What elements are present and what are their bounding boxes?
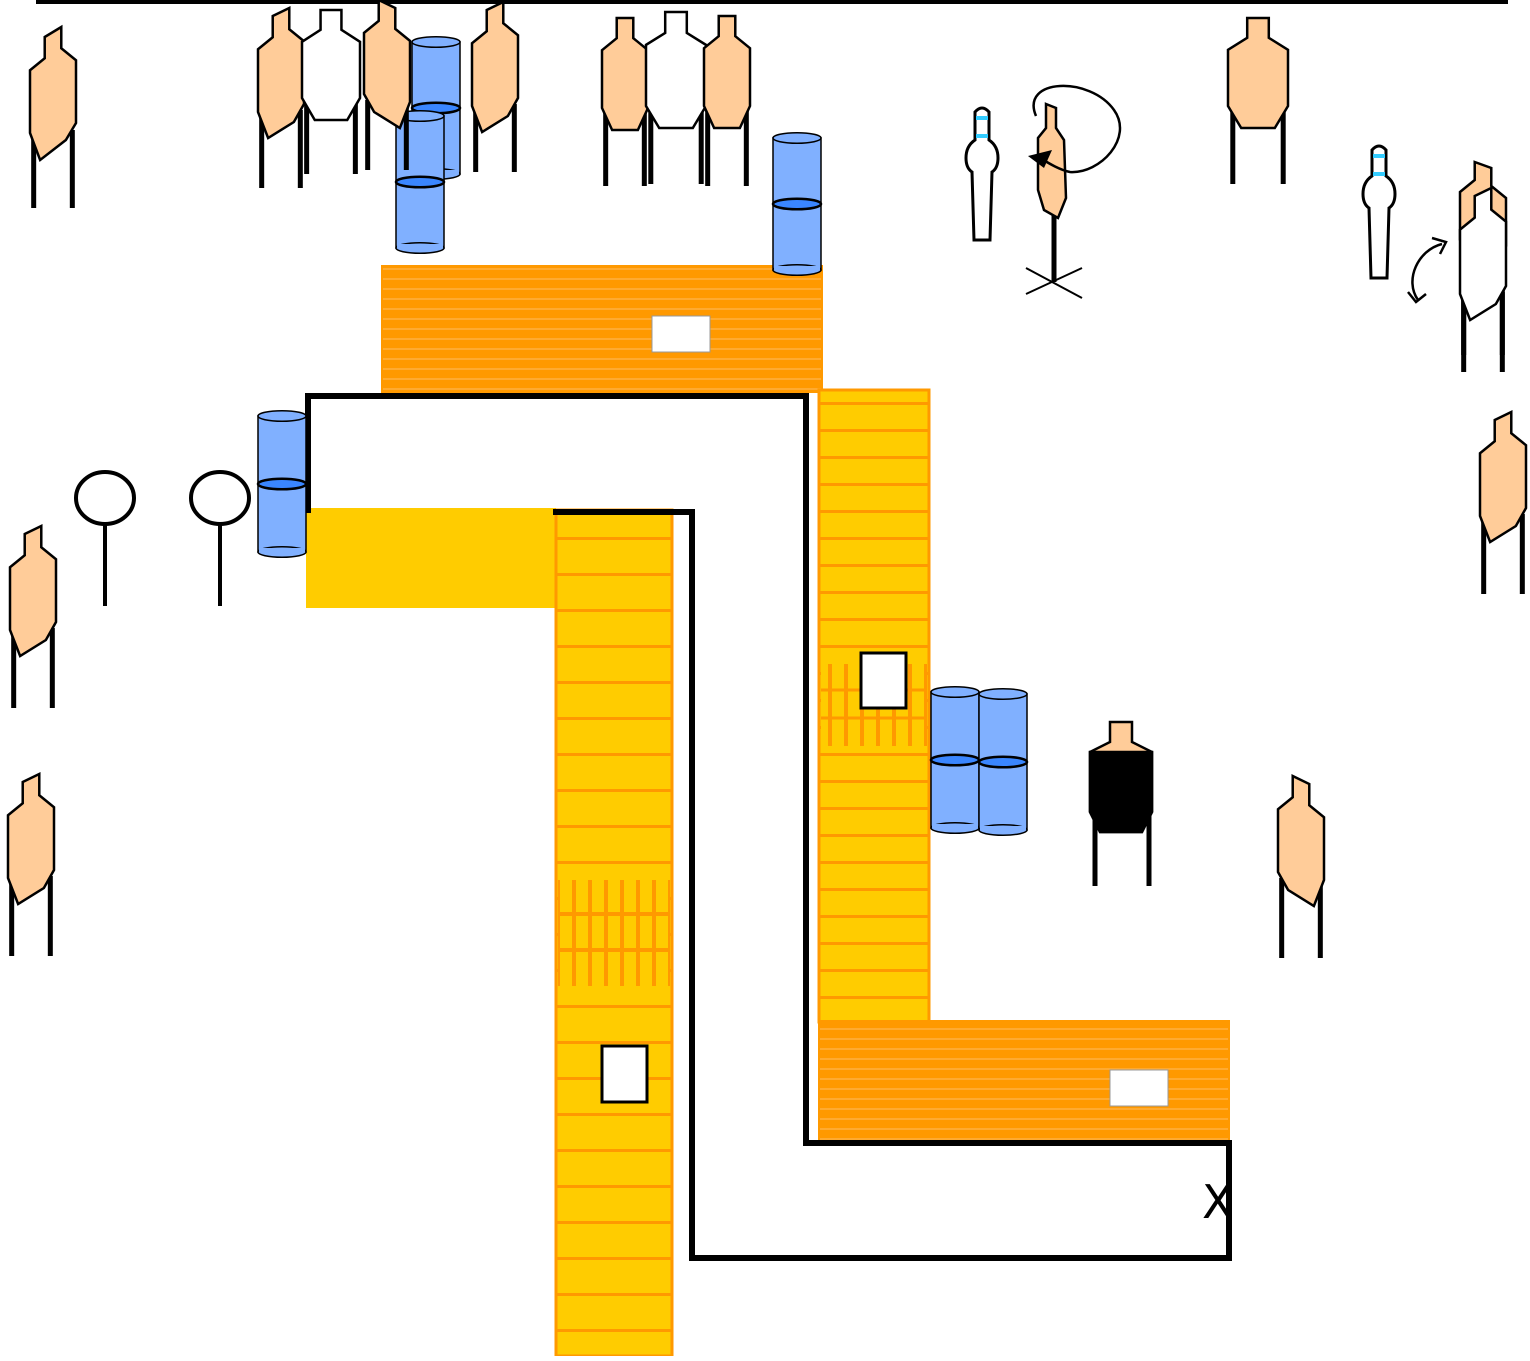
no-shoot-cluster-1 bbox=[300, 8, 362, 174]
fault-lines bbox=[305, 393, 1232, 1261]
swing-arrow-icon bbox=[1032, 84, 1122, 174]
target-top-right bbox=[1226, 16, 1290, 184]
target-far-left bbox=[28, 24, 78, 208]
target-hard-cover bbox=[1088, 720, 1154, 886]
barrel-stack-top-front bbox=[394, 109, 446, 255]
target-cluster-1 bbox=[256, 6, 306, 188]
target-right-mid bbox=[1478, 410, 1528, 594]
wall-left-block bbox=[306, 508, 556, 608]
barrels bbox=[256, 35, 1029, 837]
swinger-target bbox=[1025, 84, 1122, 299]
target-right-low bbox=[1276, 774, 1326, 958]
wall-bottom-port bbox=[1109, 1069, 1169, 1107]
target-cluster-5 bbox=[702, 14, 752, 186]
no-shoot-turner bbox=[1458, 186, 1508, 372]
wall-bottom-right bbox=[818, 1020, 1230, 1146]
wall-center-vertical bbox=[554, 508, 674, 1358]
target-left-low bbox=[6, 772, 56, 956]
popper-1 bbox=[964, 106, 1000, 242]
barrel-stack-mid-2 bbox=[977, 687, 1029, 837]
steel-plate-1 bbox=[74, 470, 136, 606]
no-shoot-cluster-2 bbox=[644, 10, 708, 184]
steel-plate-2 bbox=[189, 470, 251, 606]
barrel-stack-top-right bbox=[771, 131, 823, 277]
turner-arrow-icon bbox=[1407, 236, 1448, 304]
target-left-mid bbox=[8, 524, 58, 708]
wall-right-port bbox=[859, 651, 908, 710]
target-cluster-3 bbox=[470, 0, 520, 172]
wall-right-vertical bbox=[817, 388, 931, 1024]
wall-top bbox=[381, 265, 823, 393]
target-cluster-2 bbox=[362, 0, 412, 170]
targets bbox=[6, 0, 1528, 958]
popper-2 bbox=[1361, 144, 1397, 280]
wall-center-port bbox=[600, 1044, 649, 1104]
wall-top-port bbox=[651, 315, 711, 353]
target-cluster-4 bbox=[600, 16, 650, 186]
start-marker: X bbox=[1202, 1175, 1234, 1229]
barrel-stack-left bbox=[256, 409, 308, 559]
barrel-stack-mid-1 bbox=[929, 685, 981, 835]
